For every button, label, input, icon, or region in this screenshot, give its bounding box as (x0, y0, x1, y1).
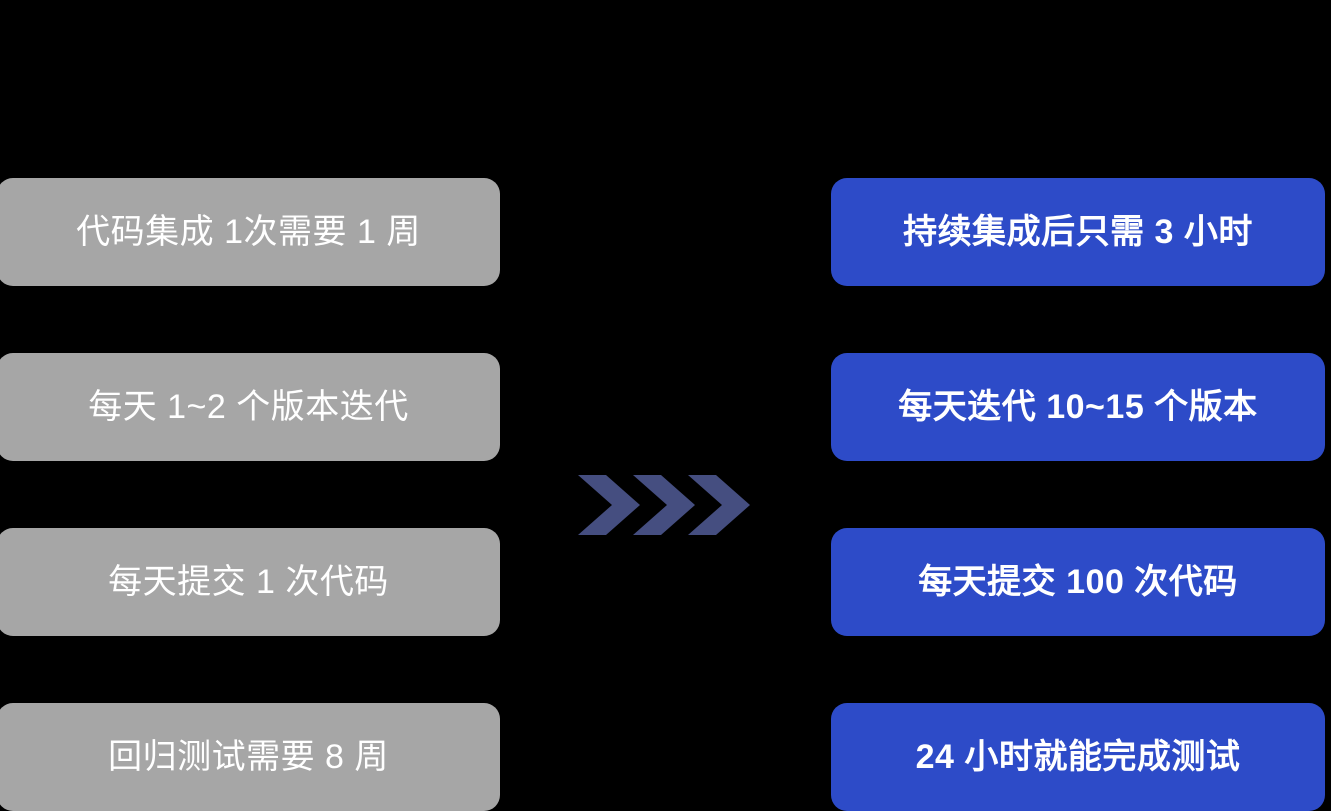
chevron-right-icon-2 (633, 475, 695, 535)
before-item-4-label: 回归测试需要 8 周 (108, 738, 389, 776)
after-item-4: 24 小时就能完成测试 (831, 703, 1325, 811)
before-item-2-label: 每天 1~2 个版本迭代 (88, 388, 409, 426)
after-item-2: 每天迭代 10~15 个版本 (831, 353, 1325, 461)
before-item-1: 代码集成 1次需要 1 周 (0, 178, 500, 286)
after-item-2-label: 每天迭代 10~15 个版本 (898, 388, 1258, 426)
before-item-3-label: 每天提交 1 次代码 (108, 563, 389, 601)
after-item-1: 持续集成后只需 3 小时 (831, 178, 1325, 286)
triple-chevron-right-icon (578, 475, 750, 535)
before-item-3: 每天提交 1 次代码 (0, 528, 500, 636)
chevron-right-icon-3 (688, 475, 750, 535)
after-item-1-label: 持续集成后只需 3 小时 (903, 213, 1253, 251)
after-item-4-label: 24 小时就能完成测试 (915, 738, 1241, 776)
before-item-4: 回归测试需要 8 周 (0, 703, 500, 811)
before-item-1-label: 代码集成 1次需要 1 周 (76, 213, 421, 251)
after-item-3-label: 每天提交 100 次代码 (918, 563, 1238, 601)
after-item-3: 每天提交 100 次代码 (831, 528, 1325, 636)
before-item-2: 每天 1~2 个版本迭代 (0, 353, 500, 461)
chevron-right-icon-1 (578, 475, 640, 535)
